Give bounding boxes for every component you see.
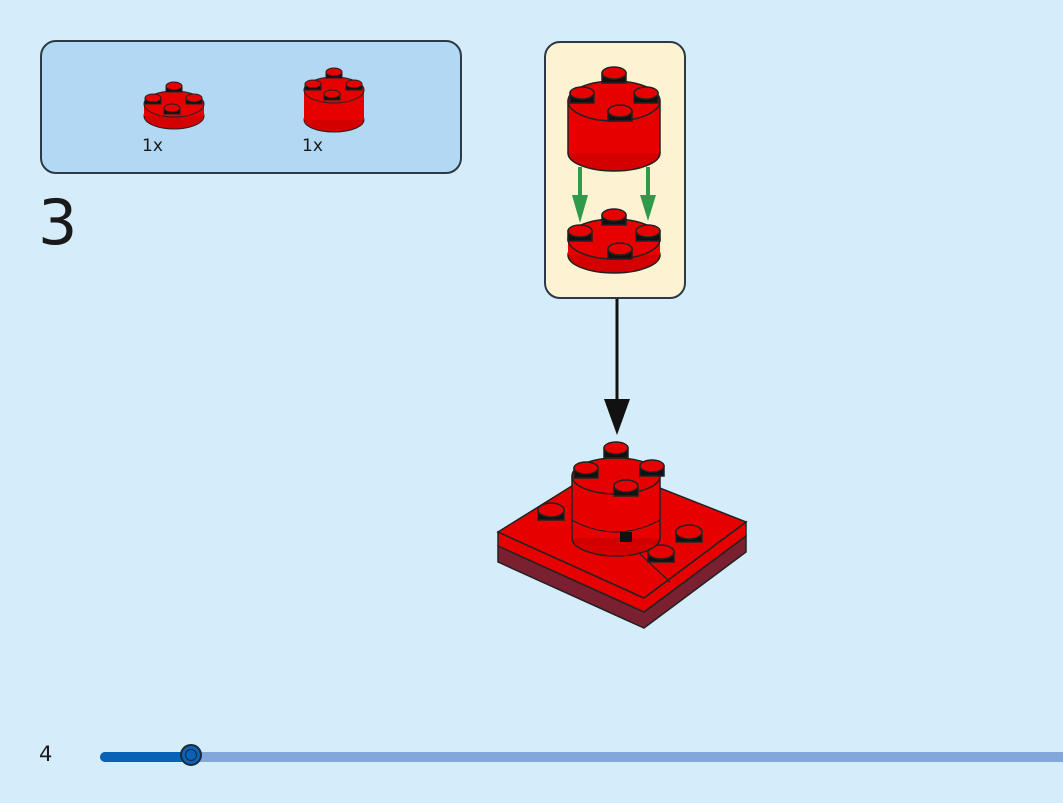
progress-bar[interactable] — [100, 744, 1063, 766]
step-number: 3 — [38, 186, 78, 259]
progress-fill — [100, 752, 191, 762]
parts-list-box: 1x 1x — [40, 40, 462, 174]
arrow-down-icon — [604, 299, 630, 435]
part-quantity: 1x — [142, 136, 163, 156]
sub-assembly-illustration — [567, 66, 661, 274]
sub-assembly-callout — [544, 41, 686, 299]
round-plate-icon — [143, 81, 205, 130]
arrow-green-right-icon — [640, 167, 656, 221]
arrow-green-left-icon — [572, 167, 588, 223]
page-number: 4 — [39, 742, 53, 766]
part-quantity: 1x — [302, 136, 323, 156]
round-brick-icon — [303, 67, 365, 133]
main-assembly-illustration — [496, 441, 748, 629]
progress-knob[interactable] — [179, 744, 202, 766]
part-round-brick: 1x — [302, 62, 366, 156]
part-round-plate: 1x — [142, 66, 206, 156]
